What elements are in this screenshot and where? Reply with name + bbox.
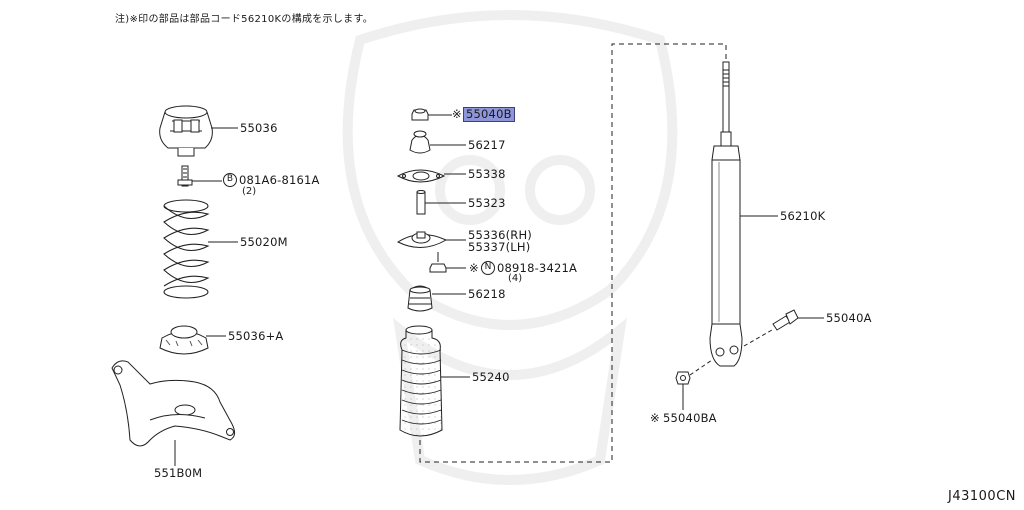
bolt-symbol-circle (223, 173, 237, 187)
label-55020m[interactable]: 55020M (240, 235, 288, 249)
bound-bumper-56217[interactable] (409, 130, 431, 154)
label-56217[interactable]: 56217 (468, 138, 506, 152)
label-551b0m[interactable]: 551B0M (154, 466, 203, 480)
coil-spring-55020m[interactable] (163, 199, 210, 299)
label-081a6[interactable]: 081A6-8161A (239, 173, 320, 187)
ref-mark-55040ba: ※ (650, 411, 660, 425)
bolt-symbol: B (226, 174, 234, 184)
label-55040ba[interactable]: 55040BA (663, 411, 717, 425)
label-55323[interactable]: 55323 (468, 196, 506, 210)
qty-08918: (4) (508, 273, 523, 284)
shock-absorber-56210k[interactable] (709, 61, 743, 367)
ref-mark-55040b: ※ (452, 107, 462, 121)
upper-spring-seat-55036[interactable] (159, 105, 213, 157)
label-55240[interactable]: 55240 (472, 370, 510, 384)
qty-081a6: (2) (242, 186, 257, 197)
diagram-code: J43100CN (948, 489, 1016, 504)
label-55036[interactable]: 55036 (240, 121, 278, 135)
nut-55040ba[interactable] (675, 371, 691, 385)
label-55040b[interactable]: 55040B (463, 107, 515, 122)
nut-symbol: N (484, 262, 492, 272)
parts-note: 注)※印の部品は部品コード56210Kの構成を示します。 (115, 14, 374, 25)
ref-mark-08918: ※ (469, 261, 479, 275)
label-55336[interactable]: 55336(RH) (468, 228, 532, 242)
dust-boot-55240[interactable] (399, 325, 443, 437)
label-55337[interactable]: 55337(LH) (468, 240, 531, 254)
label-55338[interactable]: 55338 (468, 167, 506, 181)
label-56218[interactable]: 56218 (468, 287, 506, 301)
nut-symbol-circle (481, 261, 495, 275)
label-56210k[interactable]: 56210K (780, 209, 826, 223)
assembly-boundary (419, 43, 727, 463)
label-55040a[interactable]: 55040A (826, 311, 872, 325)
lower-arm-551b0m[interactable] (111, 360, 236, 447)
bolt-081a6[interactable] (177, 165, 193, 187)
bolt-55040a[interactable] (772, 309, 799, 331)
watermark-emblem (342, 10, 678, 485)
nut-08918[interactable] (429, 263, 447, 273)
label-55036a[interactable]: 55036+A (228, 329, 284, 343)
lower-spring-seat-55036a[interactable] (159, 325, 209, 355)
sleeve-55323[interactable] (416, 190, 426, 215)
mount-plate-55338[interactable] (396, 169, 446, 183)
strut-mount-55336[interactable] (396, 231, 448, 248)
label-08918[interactable]: 08918-3421A (497, 261, 578, 275)
bumper-56218[interactable] (407, 285, 433, 312)
nut-55040b[interactable] (411, 108, 429, 121)
